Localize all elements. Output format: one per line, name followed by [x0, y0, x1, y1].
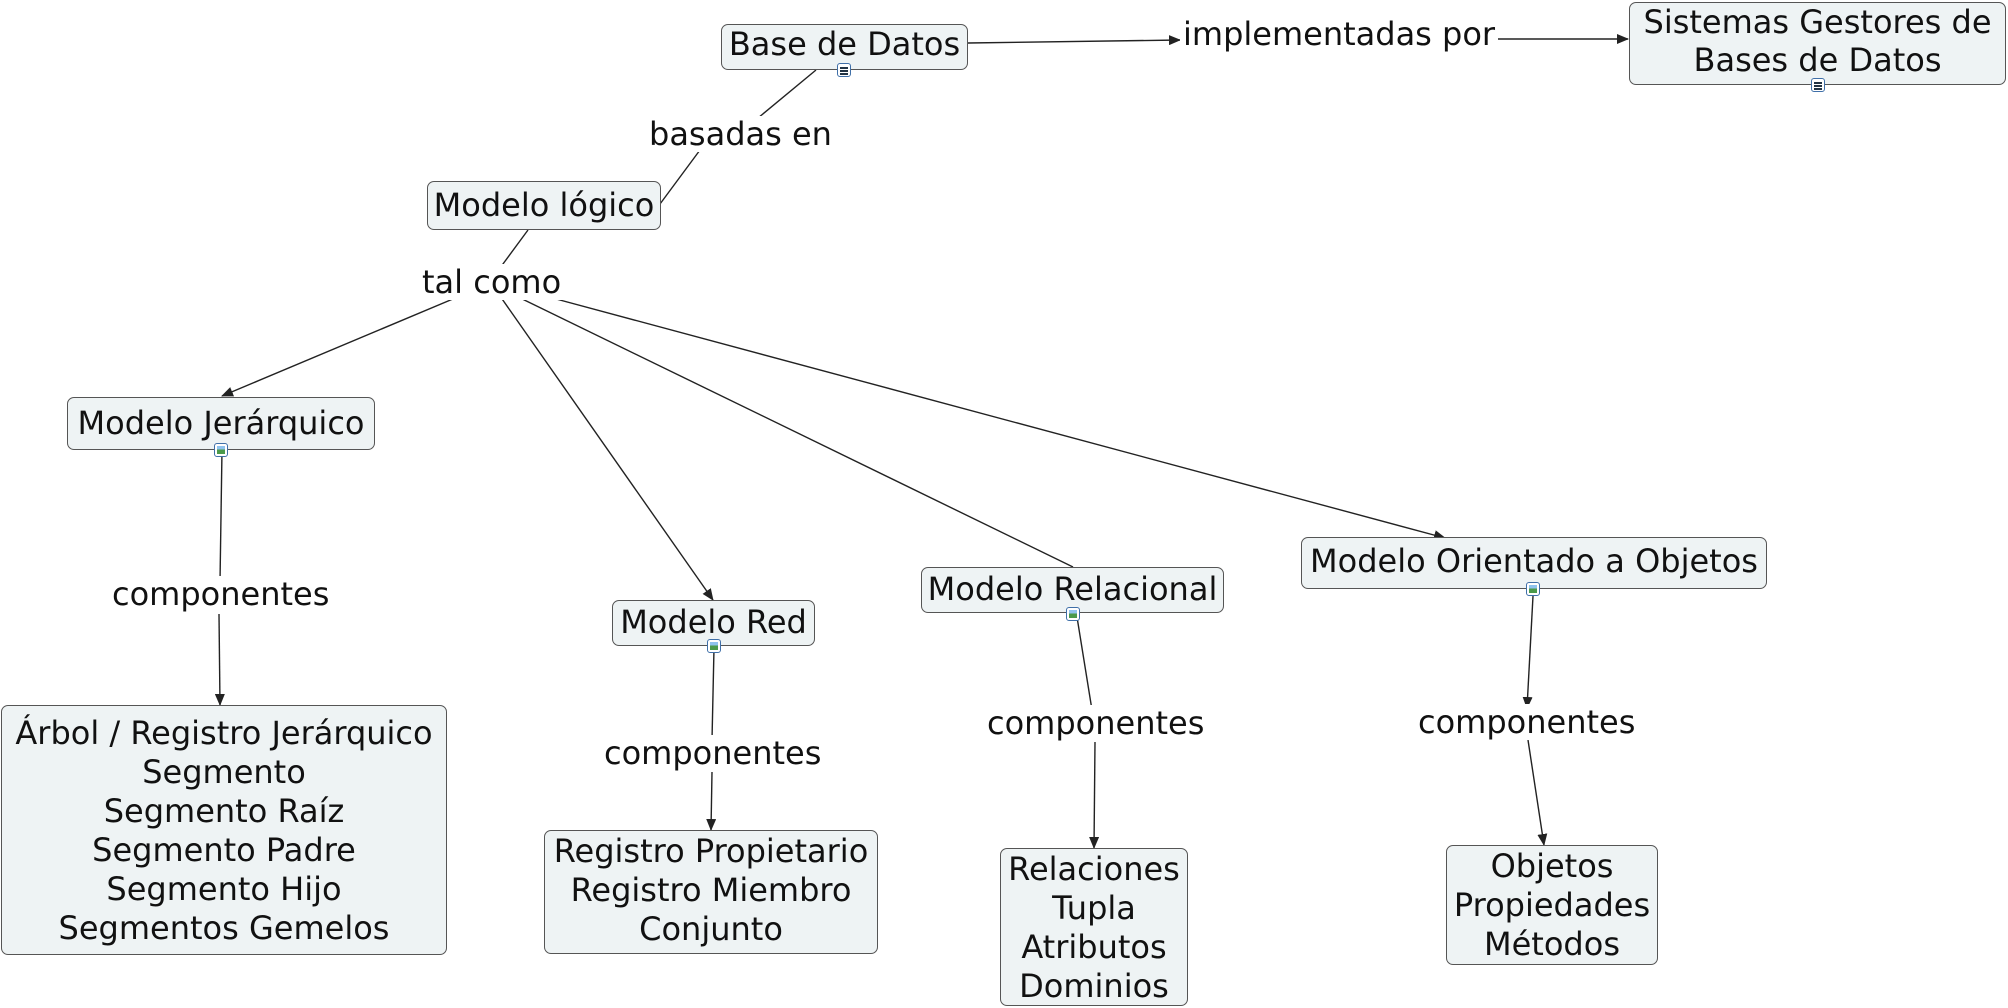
concept-modelo-logico[interactable]: Modelo lógico — [427, 181, 661, 230]
link-componentes-to-comp-jerarquico — [214, 613, 225, 706]
link-talcomo-to-relacional — [511, 293, 1074, 568]
component-item: Métodos — [1484, 925, 1620, 963]
image-icon[interactable] — [1066, 607, 1080, 621]
concept-label: Modelo Jerárquico — [77, 404, 365, 442]
linking-phrase-componentes-jerarquico[interactable]: componentes — [109, 576, 333, 612]
link-talcomo-to-jerarquico — [221, 295, 461, 397]
link-objetos-to-componentes — [1522, 595, 1534, 709]
link-red-to-componentes — [711, 647, 715, 741]
link-talcomo-to-objetos — [544, 295, 1446, 540]
concept-label: Modelo lógico — [433, 186, 655, 224]
concept-componentes-objetos[interactable]: Objetos Propiedades Métodos — [1446, 845, 1658, 965]
document-icon[interactable] — [1811, 78, 1825, 92]
link-base-to-basadas — [757, 69, 817, 119]
link-componentes-to-comp-objetos — [1527, 739, 1548, 846]
component-item: Dominios — [1019, 967, 1169, 1005]
concept-label: Modelo Red — [620, 603, 807, 641]
image-icon[interactable] — [1526, 582, 1540, 596]
linking-phrase-componentes-objetos[interactable]: componentes — [1415, 704, 1639, 740]
concept-componentes-relacional[interactable]: Relaciones Tupla Atributos Dominios — [1000, 848, 1188, 1006]
component-item: Relaciones — [1008, 850, 1180, 888]
concept-label-line: Bases de Datos — [1693, 41, 1942, 79]
concept-componentes-jerarquico[interactable]: Árbol / Registro Jerárquico Segmento Seg… — [1, 705, 447, 955]
component-item: Registro Propietario — [553, 832, 869, 870]
component-item: Segmentos Gemelos — [58, 909, 390, 947]
component-item: Segmento Raíz — [103, 792, 345, 830]
link-jerarquico-to-componentes — [219, 449, 223, 583]
concept-modelo-red[interactable]: Modelo Red — [612, 600, 815, 646]
concept-label: Modelo Orientado a Objetos — [1310, 542, 1758, 580]
component-item: Registro Miembro — [570, 871, 852, 909]
linking-phrase-tal-como[interactable]: tal como — [419, 264, 565, 300]
link-base-to-implementadas — [967, 35, 1181, 46]
component-item: Segmento Hijo — [106, 870, 342, 908]
concept-base-de-datos[interactable]: Base de Datos — [721, 24, 968, 70]
image-icon[interactable] — [214, 443, 228, 457]
component-item: Árbol / Registro Jerárquico — [15, 714, 433, 752]
component-item: Objetos — [1490, 847, 1614, 885]
component-item: Segmento Padre — [92, 831, 356, 869]
linking-phrase-basadas-en[interactable]: basadas en — [646, 116, 835, 152]
image-icon[interactable] — [707, 639, 721, 653]
concept-label: Base de Datos — [728, 25, 961, 63]
component-item: Atributos — [1021, 928, 1167, 966]
concept-modelo-relacional[interactable]: Modelo Relacional — [921, 567, 1224, 613]
component-item: Tupla — [1052, 889, 1136, 927]
concept-label-line: Sistemas Gestores de — [1643, 3, 1992, 41]
concept-componentes-red[interactable]: Registro Propietario Registro Miembro Co… — [544, 830, 878, 954]
link-talcomo-to-red — [499, 295, 714, 601]
link-componentes-to-comp-relacional — [1089, 741, 1100, 849]
link-componentes-to-comp-red — [706, 771, 717, 831]
linking-phrase-implementadas-por[interactable]: implementadas por — [1180, 16, 1499, 52]
link-logico-to-talcomo — [499, 229, 529, 269]
concept-modelo-orientado-objetos[interactable]: Modelo Orientado a Objetos — [1301, 537, 1767, 589]
linking-phrase-componentes-red[interactable]: componentes — [601, 735, 825, 771]
concept-sistemas-gestores[interactable]: Sistemas Gestores de Bases de Datos — [1629, 2, 2006, 85]
concept-label: Modelo Relacional — [927, 570, 1218, 608]
component-item: Propiedades — [1453, 886, 1651, 924]
link-basadas-to-logico — [659, 149, 701, 205]
component-item: Conjunto — [639, 910, 783, 948]
link-relacional-to-componentes — [1076, 616, 1093, 711]
linking-phrase-componentes-relacional[interactable]: componentes — [984, 705, 1208, 741]
component-item: Segmento — [142, 753, 306, 791]
document-icon[interactable] — [837, 63, 851, 77]
concept-modelo-jerarquico[interactable]: Modelo Jerárquico — [67, 397, 375, 450]
